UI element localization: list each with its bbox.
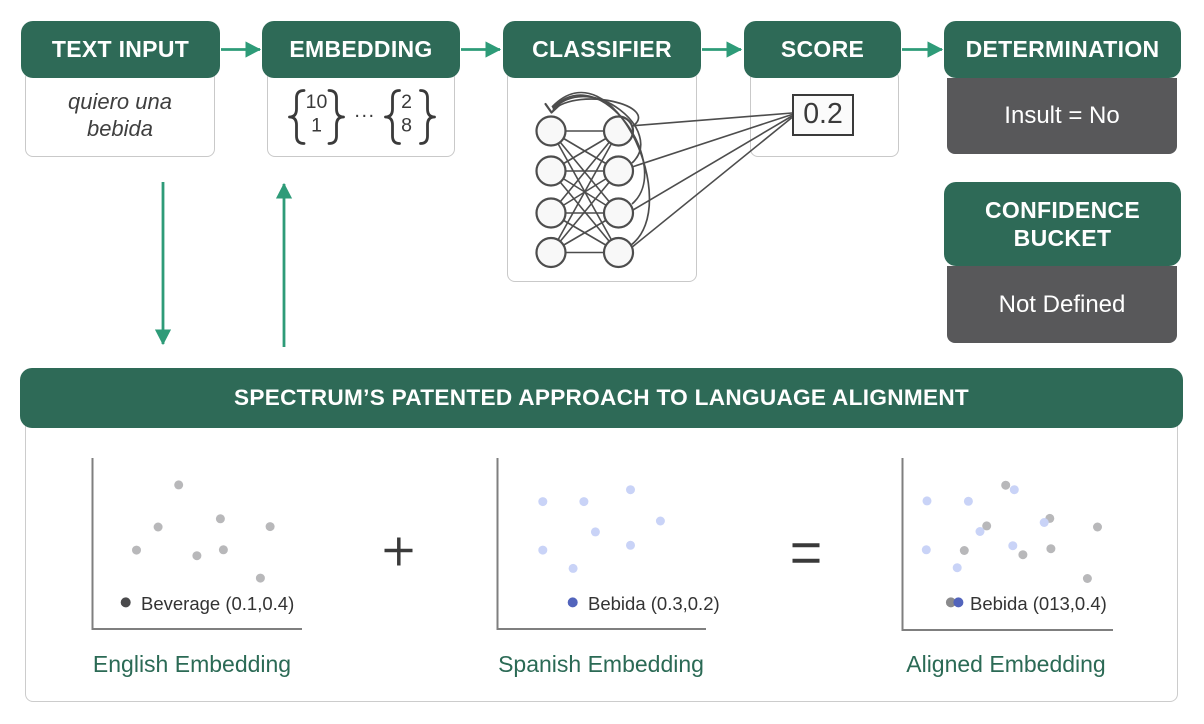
svg-text:...: ...: [354, 100, 375, 122]
svg-text:1: 1: [311, 115, 322, 137]
svg-text:10: 10: [306, 91, 328, 113]
svg-text:2: 2: [401, 91, 412, 113]
svg-text:8: 8: [401, 115, 412, 137]
